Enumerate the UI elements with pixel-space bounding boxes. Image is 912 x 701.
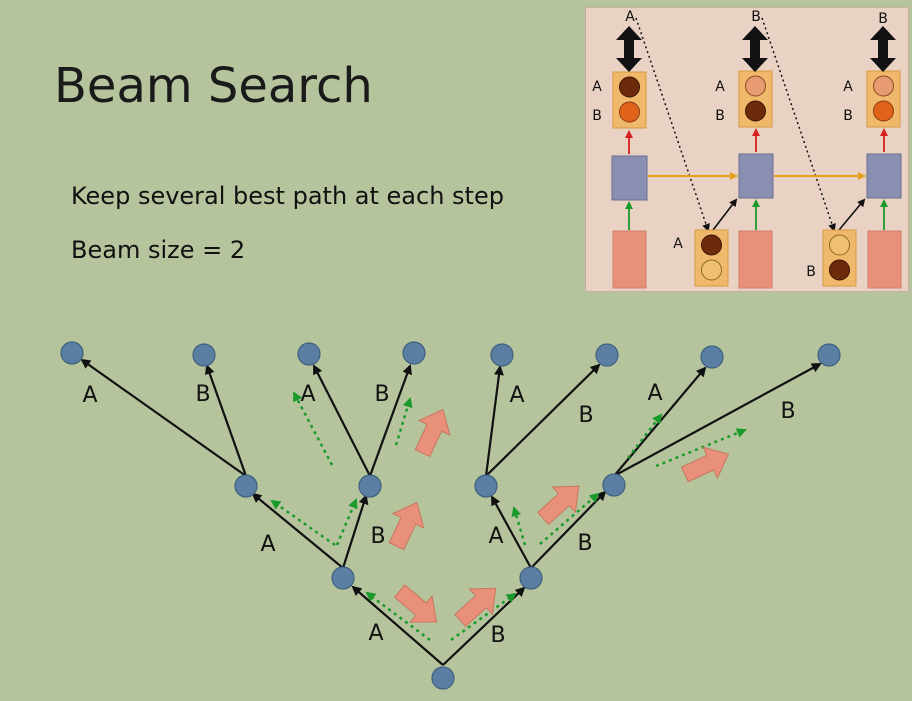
node-b (519, 566, 543, 590)
node-bab (595, 343, 619, 367)
branch-label: B (195, 382, 210, 407)
tree-edges (80, 358, 822, 666)
branch-label: A (300, 382, 315, 407)
bullet-keep-several-best-path: Keep several best path at each step (71, 182, 504, 210)
edge-b-to-ba (491, 495, 532, 569)
big-arrows (388, 408, 730, 628)
branch-label: A (509, 383, 524, 408)
node-bba (700, 345, 724, 369)
edge-ba-to-baa (484, 365, 504, 477)
big-arrow-1 (393, 584, 438, 623)
branch-label: B (780, 399, 795, 424)
token-label: A (625, 9, 635, 25)
edge-ba-to-bab (485, 363, 601, 477)
beam-arrow-root-a (365, 591, 431, 642)
input-prob-boxes (694, 229, 857, 287)
token-input-arrows (712, 198, 866, 231)
token-label: B (751, 9, 761, 25)
prob-label: A (715, 79, 725, 95)
big-arrow-2 (454, 587, 497, 628)
big-arrow-6 (680, 446, 730, 483)
output-arrows (625, 128, 888, 154)
node-aba (297, 342, 321, 366)
input-box-1 (612, 230, 647, 289)
input-arrows (625, 199, 888, 230)
node-a (331, 566, 355, 590)
input-box-3 (867, 230, 902, 289)
input-label: A (673, 236, 683, 252)
big-arrow-4 (414, 408, 451, 458)
edge-a-to-ab (341, 494, 369, 569)
node-ba (474, 474, 498, 498)
beam-arrow-ab-abb (394, 397, 413, 446)
branch-labels: A B A B A B A B A B A B A B (82, 381, 795, 648)
beam-arrow-a-ab (335, 498, 358, 546)
branch-label: A (488, 524, 503, 549)
beam-arrow-bb-bbb (655, 428, 747, 468)
branch-label: A (82, 383, 97, 408)
big-arrow-5 (537, 485, 580, 526)
beam-arrow-root-b (450, 592, 517, 642)
beam-path-arrows (270, 391, 747, 642)
beam-arrow-a-aa (270, 499, 336, 547)
node-aaa (60, 341, 84, 365)
bullet-beam-size: Beam size = 2 (71, 236, 246, 264)
prob-label: A (592, 79, 602, 95)
rnn-decoder-inset: A B B A B A B A B A B (585, 7, 909, 292)
branch-label: B (578, 403, 593, 428)
output-prob-boxes (612, 70, 901, 129)
branch-label: A (368, 621, 383, 646)
node-bbb (817, 343, 841, 367)
rnn-cell-2 (738, 153, 774, 199)
edge-aa-to-aaa (80, 358, 247, 477)
branch-label: B (577, 531, 592, 556)
rnn-cells (611, 153, 902, 201)
node-abb (402, 341, 426, 365)
edge-ab-to-abb (368, 364, 412, 477)
node-root (431, 666, 455, 690)
tree-nodes (60, 341, 841, 690)
sample-double-arrows (616, 26, 896, 72)
prob-label: B (592, 108, 602, 124)
beam-arrow-b-bb (539, 492, 600, 545)
edge-bb-to-bbb (613, 363, 822, 477)
prob-label: A (843, 79, 853, 95)
prob-label: B (715, 108, 725, 124)
branch-label: A (647, 381, 662, 406)
beam-arrow-bb-bba (627, 413, 663, 459)
big-arrow-3 (388, 501, 425, 551)
token-label: B (878, 11, 888, 27)
input-box-2 (738, 230, 773, 289)
branch-label: B (490, 623, 505, 648)
branch-label: B (374, 382, 389, 407)
node-bb (602, 473, 626, 497)
feedback-dotted-lines (635, 17, 836, 232)
edge-aa-to-aab (204, 364, 248, 477)
input-label: B (806, 264, 816, 280)
rnn-cell-3 (866, 153, 902, 199)
branch-label: B (370, 524, 385, 549)
edge-b-to-bb (530, 490, 607, 569)
rnn-cell-1 (611, 155, 648, 201)
branch-label: A (260, 532, 275, 557)
edge-ab-to-aba (313, 364, 371, 477)
node-aa (234, 474, 258, 498)
node-aab (192, 343, 216, 367)
input-boxes (612, 230, 902, 289)
slide-title: Beam Search (54, 58, 373, 114)
edge-a-to-aa (251, 492, 344, 569)
node-baa (490, 343, 514, 367)
node-ab (358, 474, 382, 498)
prob-label: B (843, 108, 853, 124)
